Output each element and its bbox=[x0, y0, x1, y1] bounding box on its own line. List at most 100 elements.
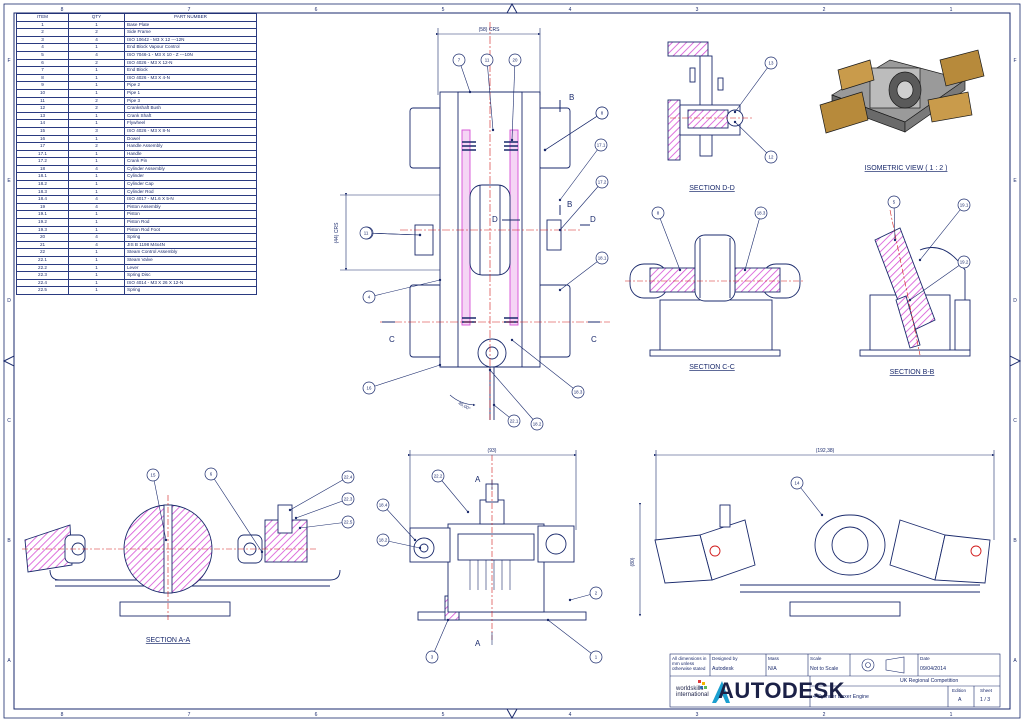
zone-number-bottom: 3 bbox=[696, 712, 699, 718]
balloon-leader bbox=[431, 619, 449, 658]
balloon-label: 22.5 bbox=[344, 520, 353, 525]
balloon-leader bbox=[744, 212, 762, 271]
balloon-circle bbox=[362, 290, 376, 304]
balloon-leader-dot bbox=[558, 228, 562, 232]
dim-left-height: (44) CRS bbox=[334, 222, 340, 244]
cut-label-a-bottom: A bbox=[475, 639, 481, 648]
balloon-leader bbox=[368, 279, 441, 298]
part-balloons: 71120917.117.218.118.31641018.222.111813… bbox=[146, 53, 971, 664]
top-view-dimensions bbox=[340, 28, 541, 407]
balloon-leader-dot bbox=[918, 258, 922, 262]
tb-units-note: All dimensions in mm unless otherwise st… bbox=[672, 656, 707, 671]
balloon-circle bbox=[594, 138, 608, 152]
zone-letter-right: F bbox=[1013, 58, 1016, 64]
balloon-leader-dot bbox=[510, 338, 514, 342]
balloon-label: 14 bbox=[795, 481, 800, 486]
balloon-label: 15 bbox=[151, 473, 156, 478]
balloon-leader-dot bbox=[468, 90, 472, 94]
balloon-leader bbox=[489, 369, 538, 425]
section-aa-title: SECTION A-A bbox=[146, 637, 191, 644]
right-view-dimensions bbox=[638, 450, 995, 617]
balloon-leader-dot bbox=[164, 538, 168, 542]
balloon-leader bbox=[919, 204, 965, 261]
balloon-leader-dot bbox=[418, 233, 422, 237]
balloon-leader bbox=[511, 59, 516, 141]
balloon-circle bbox=[595, 106, 609, 120]
tb-mass-label: Mass bbox=[768, 656, 779, 661]
balloon-leader bbox=[909, 261, 965, 301]
balloon-leader-dot bbox=[558, 198, 562, 202]
balloon-leader-dot bbox=[288, 508, 292, 512]
tb-edition-value: A bbox=[958, 697, 962, 703]
balloon-label: 22.3 bbox=[344, 497, 353, 502]
zone-letter-left: D bbox=[7, 298, 11, 304]
balloon-leader-dot bbox=[546, 618, 550, 622]
zone-number-bottom: 2 bbox=[823, 712, 826, 718]
balloon-label: 18.4 bbox=[379, 503, 388, 508]
worldskills-line2: international bbox=[676, 692, 709, 698]
balloon-leader-dot bbox=[820, 513, 824, 517]
front-view-dimensions bbox=[408, 450, 577, 645]
balloon-circle bbox=[595, 251, 609, 265]
balloon-label: 2 bbox=[595, 591, 598, 596]
zone-number-top: 8 bbox=[61, 7, 64, 13]
zone-letter-right: E bbox=[1013, 178, 1017, 184]
cut-label-b-bottom: B bbox=[567, 200, 572, 209]
balloon-label: 4 bbox=[368, 295, 371, 300]
balloon-leader bbox=[152, 474, 167, 541]
balloon-label: 6 bbox=[210, 472, 213, 477]
balloon-label: 19.2 bbox=[960, 260, 969, 265]
balloon-label: 8 bbox=[601, 111, 604, 116]
balloon-leader-dot bbox=[438, 278, 442, 282]
balloon-leader-dot bbox=[418, 546, 422, 550]
zone-number-top: 6 bbox=[315, 7, 318, 13]
balloon-leader bbox=[382, 504, 416, 541]
balloon-leader-dot bbox=[492, 403, 496, 407]
section-dd-view bbox=[667, 41, 752, 161]
balloon-leader-dot bbox=[260, 550, 264, 554]
balloon-circle bbox=[790, 476, 804, 490]
balloon-leader-dot bbox=[678, 268, 682, 272]
balloon-leader bbox=[734, 121, 772, 158]
balloon-circle bbox=[376, 533, 390, 547]
balloon-leader bbox=[511, 339, 579, 393]
balloon-leader-dot bbox=[488, 368, 492, 372]
balloon-leader-dot bbox=[438, 363, 442, 367]
zone-number-top: 7 bbox=[188, 7, 191, 13]
zone-letter-right: B bbox=[1013, 538, 1017, 544]
zone-letter-left: A bbox=[7, 658, 11, 664]
tb-sheet-label: Sheet bbox=[980, 688, 993, 693]
balloon-circle bbox=[204, 467, 218, 481]
balloon-leader-dot bbox=[733, 120, 737, 124]
zone-letter-left: B bbox=[7, 538, 11, 544]
cut-label-a-top: A bbox=[475, 475, 481, 484]
balloon-leader bbox=[299, 521, 349, 529]
section-bb-view bbox=[859, 209, 971, 357]
balloon-leader bbox=[486, 59, 494, 131]
balloon-leader-dot bbox=[491, 128, 495, 132]
balloon-label: 11 bbox=[364, 231, 369, 236]
bom-part: Spring bbox=[124, 286, 257, 295]
balloon-label: 8 bbox=[657, 211, 660, 216]
balloon-circle bbox=[425, 650, 439, 664]
section-dd-title: SECTION D-D bbox=[689, 185, 735, 192]
zone-letter-left: E bbox=[7, 178, 11, 184]
zone-number-bottom: 8 bbox=[61, 712, 64, 718]
zone-number-top: 4 bbox=[569, 7, 572, 13]
tb-date-value: 09/04/2014 bbox=[920, 666, 946, 672]
balloon-circle bbox=[957, 198, 971, 212]
balloon-label: 11 bbox=[485, 58, 490, 63]
balloon-leader bbox=[547, 619, 597, 658]
zone-letter-right: A bbox=[1013, 658, 1017, 664]
balloon-label: 17.2 bbox=[598, 180, 607, 185]
balloon-leader bbox=[365, 232, 421, 236]
balloon-circle bbox=[651, 206, 665, 220]
balloon-circle bbox=[480, 53, 494, 67]
balloon-leader bbox=[734, 62, 772, 113]
